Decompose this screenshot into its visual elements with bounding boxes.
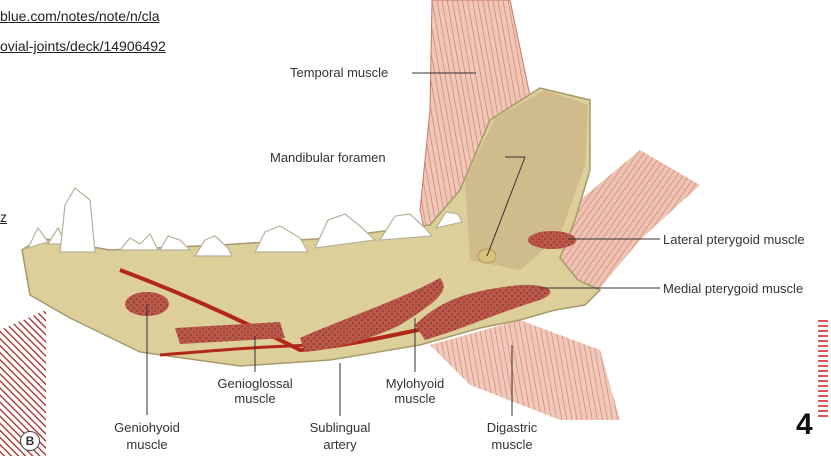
url-line-3[interactable]: z — [0, 209, 7, 225]
url-line-2[interactable]: ovial-joints/deck/14906492 — [0, 38, 166, 54]
digastric-muscle — [430, 320, 620, 420]
figure-letter-badge: B — [20, 431, 40, 451]
side-decoration — [818, 320, 828, 418]
label-genioglossal-1: Genioglossal — [217, 376, 292, 391]
page-number: 4 — [796, 408, 813, 442]
label-mylohyoid-2: muscle — [394, 391, 435, 406]
url-line-1[interactable]: blue.com/notes/note/n/cla — [0, 8, 160, 24]
label-sublingual-1: Sublingual — [310, 420, 371, 435]
label-digastric-2: muscle — [491, 437, 532, 452]
label-genioglossal-2: muscle — [234, 391, 275, 406]
label-geniohyoid-2: muscle — [126, 437, 167, 452]
label-medial-pterygoid: Medial pterygoid muscle — [663, 281, 803, 296]
label-lateral-pterygoid: Lateral pterygoid muscle — [663, 232, 805, 247]
label-geniohyoid-1: Geniohyoid — [114, 420, 180, 435]
label-sublingual-2: artery — [323, 437, 356, 452]
label-temporal-muscle: Temporal muscle — [290, 65, 388, 80]
label-digastric-1: Digastric — [487, 420, 538, 435]
label-mylohyoid-1: Mylohyoid — [386, 376, 445, 391]
lateral-pterygoid-muscle — [528, 231, 576, 249]
label-mandibular-foramen: Mandibular foramen — [270, 150, 386, 165]
